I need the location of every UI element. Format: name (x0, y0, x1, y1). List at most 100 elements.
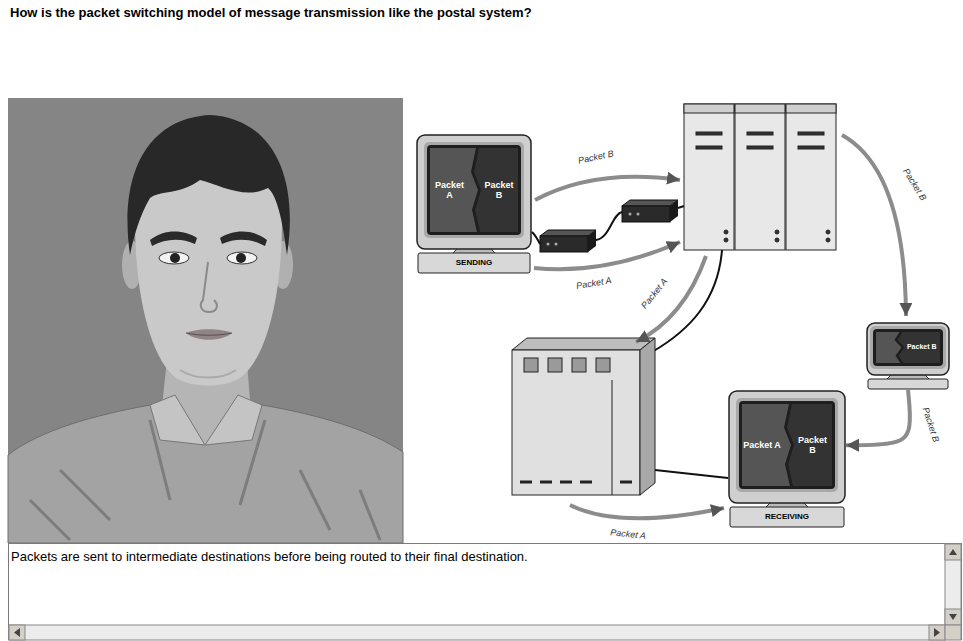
monitor-outline (474, 148, 518, 232)
packet-label: Packet A (610, 528, 647, 542)
avatar-panel (170, 253, 180, 263)
modem (670, 200, 678, 222)
server-tower (775, 230, 779, 234)
monitor-outline (424, 142, 524, 238)
monitor-outline (873, 329, 943, 366)
server-tower (747, 146, 773, 149)
server-tower (775, 238, 779, 242)
router-box (520, 481, 632, 484)
avatar-panel (205, 395, 262, 445)
server-tower (798, 146, 824, 149)
computer-label: RECEIVING (730, 512, 844, 521)
scrollbar (14, 628, 20, 637)
modem (555, 243, 558, 246)
modem (588, 230, 596, 252)
server-tower (684, 104, 836, 250)
packet-arrow (842, 135, 906, 316)
monitor-outline (416, 134, 532, 274)
scrollbar (949, 614, 957, 620)
monitor-outline (729, 391, 845, 503)
scrollbar (949, 549, 957, 555)
scrollbar (945, 609, 961, 625)
scrollbar (9, 625, 945, 640)
computer-label: SENDING (418, 258, 530, 267)
avatar-panel (150, 395, 205, 445)
scrollbar (934, 628, 940, 637)
monitor-outline (418, 253, 530, 273)
server-tower (826, 238, 830, 242)
packet-label: Packet B (577, 149, 614, 166)
router-box (548, 358, 562, 372)
scrollbar (9, 625, 25, 640)
screen-packet-text: Packet B (905, 343, 940, 351)
server-tower (826, 230, 830, 234)
server-tower (747, 132, 773, 135)
avatar-panel (128, 115, 290, 255)
router-box (512, 350, 640, 495)
tutor-answer-text: Packets are sent to intermediate destina… (11, 549, 936, 564)
avatar-panel (186, 329, 232, 340)
screen-packet-text: Packet A (431, 180, 468, 201)
scrollbar (945, 544, 961, 560)
sending-computer: Packet A Packet B SENDING (416, 134, 532, 274)
router-box (512, 338, 655, 495)
scrollbar (9, 544, 961, 640)
cable (596, 212, 622, 240)
monitor-outline (867, 323, 949, 375)
server-tower (786, 104, 836, 250)
avatar-panel (186, 333, 232, 335)
scrollbar (929, 625, 945, 640)
server-tower (724, 238, 728, 242)
server-tower (798, 132, 824, 135)
packet-arrow (570, 505, 724, 518)
avatar-panel (150, 232, 197, 247)
cable (652, 250, 722, 352)
modem (540, 230, 596, 236)
modem (540, 200, 678, 252)
server-tower (684, 104, 734, 250)
scrollbar (945, 625, 961, 640)
packet-arrow (534, 135, 906, 518)
server-tower (735, 104, 785, 250)
monitor-outline (868, 379, 948, 389)
router-box (596, 358, 610, 372)
avatar-panel (201, 262, 217, 312)
packet-label: Packet B (900, 167, 927, 203)
monitor-outline (728, 390, 846, 528)
screen-packet-text: Packet A (743, 440, 781, 450)
packet-label: Packet B (920, 406, 941, 443)
screen-packet-text: Packet B (794, 435, 831, 456)
monitor-outline (417, 135, 531, 249)
monitor-outline (866, 322, 950, 390)
avatar-panel (159, 252, 189, 264)
intermediate-computer: Packet B (866, 322, 950, 390)
monitor-outline (870, 326, 946, 369)
avatar-panel (8, 98, 403, 543)
avatar-panel (220, 232, 267, 247)
monitor-outline (730, 507, 844, 527)
router-box (612, 380, 613, 495)
server-tower (724, 230, 728, 234)
cable (655, 470, 728, 478)
router-box (524, 358, 538, 372)
avatar-panel (8, 98, 403, 543)
question-text: How is the packet switching model of mes… (10, 5, 940, 20)
monitor-outline (742, 404, 791, 486)
packet-arrow (846, 390, 910, 445)
server-tower (684, 104, 734, 113)
avatar-panel (180, 370, 236, 378)
avatar-panel (236, 253, 246, 263)
packet-label: Packet A (576, 276, 613, 292)
router-box (640, 338, 655, 495)
monitor-outline (739, 401, 835, 489)
monitor-outline (736, 398, 838, 492)
packet-arrow (636, 256, 706, 342)
router-box (512, 338, 655, 350)
modem (629, 213, 632, 216)
cable (678, 206, 684, 208)
monitor-outline (898, 332, 941, 363)
screen-packet-text: Packet B (481, 180, 517, 201)
